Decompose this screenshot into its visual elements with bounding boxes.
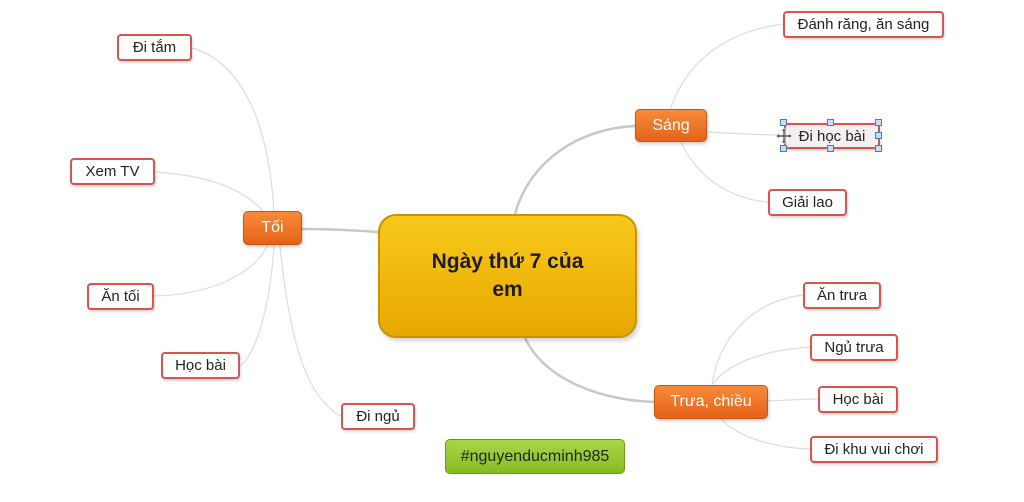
connector-trua-1 <box>711 294 804 386</box>
leaf-sang-danh-rang[interactable]: Đánh răng, ăn sáng <box>783 11 944 38</box>
leaf-toi-xem-tv[interactable]: Xem TV <box>70 158 155 185</box>
resize-handle-ne[interactable] <box>875 119 882 126</box>
leaf-trua-an-trua[interactable]: Ăn trưa <box>803 282 881 309</box>
resize-handle-s[interactable] <box>827 145 834 152</box>
connector-center-trua <box>523 337 656 404</box>
resize-handle-sw[interactable] <box>780 145 787 152</box>
leaf-toi-hoc-bai[interactable]: Học bài <box>161 352 240 379</box>
branch-sang[interactable]: Sáng <box>635 109 707 142</box>
leaf-toi-an-toi[interactable]: Ăn tối <box>87 283 154 310</box>
connector-sang-3 <box>679 139 769 203</box>
resize-handle-nw[interactable] <box>780 119 787 126</box>
connector-toi-2 <box>154 171 265 213</box>
leaf-trua-di-khu-vui-choi[interactable]: Đi khu vui chơi <box>810 436 938 463</box>
connector-trua-3 <box>767 398 819 402</box>
leaf-trua-ngu-trua[interactable]: Ngủ trưa <box>810 334 898 361</box>
connector-trua-2 <box>711 346 811 386</box>
connector-trua-4 <box>719 417 811 450</box>
connector-toi-3 <box>153 244 269 297</box>
central-topic[interactable]: Ngày thứ 7 của em <box>378 214 637 338</box>
leaf-toi-di-tam[interactable]: Đi tắm <box>117 34 192 61</box>
connector-center-toi <box>301 227 379 234</box>
leaf-sang-giai-lao[interactable]: Giải lao <box>768 189 847 216</box>
resize-handle-se[interactable] <box>875 145 882 152</box>
branch-toi[interactable]: Tối <box>243 211 302 245</box>
branch-trua-chieu[interactable]: Trưa, chiều <box>654 385 768 419</box>
hashtag-label[interactable]: #nguyenducminh985 <box>445 439 625 474</box>
connector-toi-4 <box>239 244 275 367</box>
connector-toi-1 <box>191 47 275 213</box>
connector-sang-1 <box>669 23 784 111</box>
leaf-toi-di-ngu[interactable]: Đi ngủ <box>341 403 415 430</box>
connector-sang-2 <box>706 131 786 136</box>
connector-toi-5 <box>279 244 342 417</box>
leaf-trua-hoc-bai[interactable]: Học bài <box>818 386 898 413</box>
resize-handle-n[interactable] <box>827 119 834 126</box>
move-icon[interactable] <box>775 127 793 145</box>
resize-handle-e[interactable] <box>875 132 882 139</box>
connector-center-sang <box>513 124 637 215</box>
